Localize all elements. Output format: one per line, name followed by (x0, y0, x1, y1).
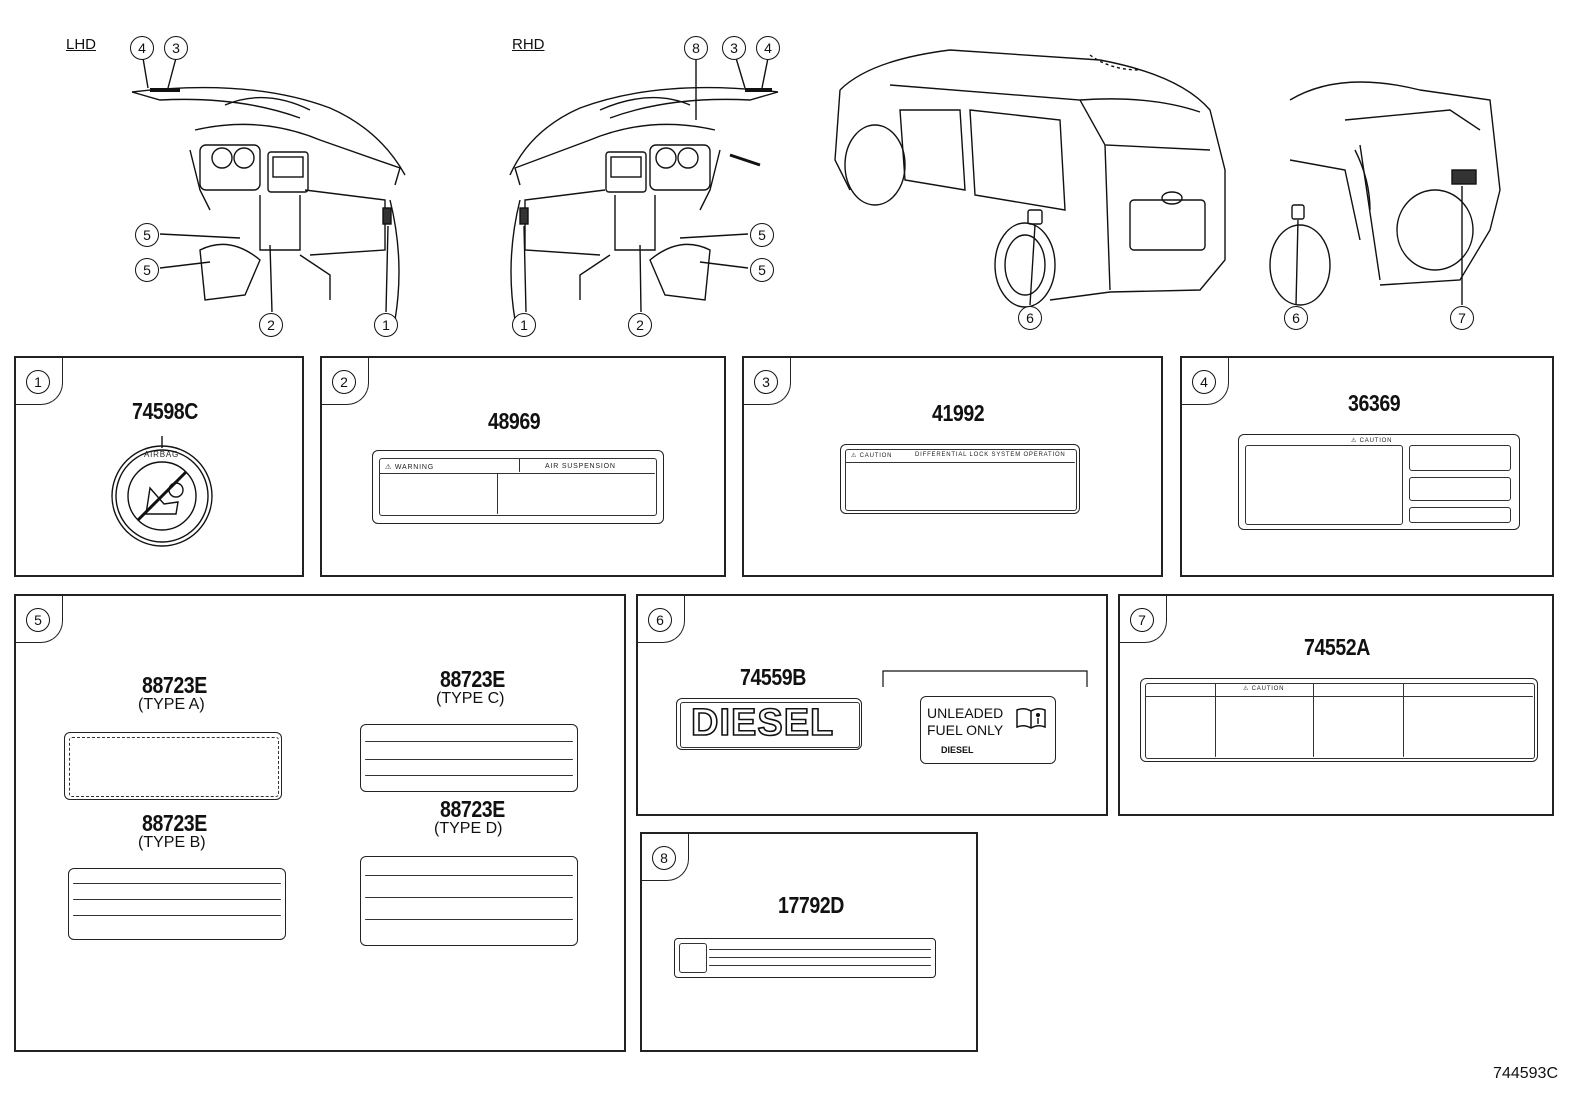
callout-5: 5 (750, 258, 774, 282)
type-d-label: (TYPE D) (434, 820, 503, 837)
part-number-type-b: 88723E (142, 810, 207, 836)
callout-5: 5 (135, 223, 159, 247)
part-number-type-c: 88723E (440, 666, 505, 692)
callout-8: 8 (684, 36, 708, 60)
type-b-sticker (68, 868, 286, 940)
callout-6: 6 (1284, 306, 1308, 330)
diagram-code: 744593C (1493, 1065, 1558, 1082)
panel-number: 6 (648, 608, 672, 632)
part-number: 74559B (740, 664, 806, 690)
part-number: 36369 (1348, 390, 1401, 416)
manual-book-icon (1016, 707, 1046, 729)
diesel-sticker: DIESEL (676, 698, 862, 750)
air-suspension-sticker: ⚠ WARNING AIR SUSPENSION (372, 450, 664, 524)
callout-3: 3 (164, 36, 188, 60)
part-number: 74598C (132, 398, 198, 424)
unleaded-fuel-sticker: UNLEADED FUEL ONLY DIESEL (920, 696, 1056, 764)
diesel-small-text: DIESEL (941, 745, 974, 755)
callout-4: 4 (130, 36, 154, 60)
callout-5: 5 (750, 223, 774, 247)
panel-2-air-suspension-label: 2 48969 ⚠ WARNING AIR SUSPENSION (320, 356, 726, 577)
part-number: 74552A (1304, 634, 1370, 660)
warning-text: ⚠ WARNING (385, 464, 434, 471)
panel-6-fuel-labels: 6 74559B DIESEL UNLEADED FUEL ONLY DIESE… (636, 594, 1108, 816)
caution-text: ⚠ CAUTION (1243, 686, 1285, 692)
airbag-text: AIRBAG (144, 450, 180, 459)
panel-number: 5 (26, 608, 50, 632)
unleaded-line-2: FUEL ONLY (927, 722, 1004, 738)
differential-lock-sticker: ⚠ CAUTION DIFFERENTIAL LOCK SYSTEM OPERA… (840, 444, 1080, 514)
suv-rear-closeup-drawing (1269, 81, 1501, 306)
callout-2: 2 (259, 313, 283, 337)
rear-caution-sticker: ⚠ CAUTION (1140, 678, 1538, 762)
diesel-text: DIESEL (690, 701, 835, 745)
part-number: 48969 (488, 408, 541, 434)
type-a-sticker (64, 732, 282, 800)
caution-text: ⚠ CAUTION (1351, 438, 1393, 444)
callout-7: 7 (1450, 306, 1474, 330)
panel-1-airbag-label: 1 74598C AIRBAG (14, 356, 304, 577)
airbag-sticker (111, 436, 213, 547)
callout-3: 3 (722, 36, 746, 60)
panel-number: 4 (1192, 370, 1216, 394)
part-number: 17792D (778, 892, 844, 918)
panel-3-differential-lock-label: 3 41992 ⚠ CAUTION DIFFERENTIAL LOCK SYST… (742, 356, 1163, 577)
caution-sticker: ⚠ CAUTION (1238, 434, 1520, 530)
panel-5-cool-box-labels: 5 88723E (TYPE A) 88723E (TYPE C) 88723E… (14, 594, 626, 1052)
unleaded-line-1: UNLEADED (927, 705, 1004, 721)
panel-number: 2 (332, 370, 356, 394)
callout-5: 5 (135, 258, 159, 282)
panel-number: 3 (754, 370, 778, 394)
rhd-dashboard-drawing (509, 57, 779, 321)
callout-4: 4 (756, 36, 780, 60)
differential-lock-title: DIFFERENTIAL LOCK SYSTEM OPERATION (915, 452, 1066, 458)
lhd-header: LHD (66, 36, 97, 53)
panel-number: 8 (652, 846, 676, 870)
type-a-label: (TYPE A) (138, 696, 205, 713)
strip-sticker (674, 938, 936, 978)
type-d-sticker (360, 856, 578, 946)
suv-rear-drawing (834, 49, 1226, 308)
panel-7-caution-label: 7 74552A ⚠ CAUTION (1118, 594, 1554, 816)
part-number-type-a: 88723E (142, 672, 207, 698)
type-b-label: (TYPE B) (138, 834, 206, 851)
panel-4-caution-label: 4 36369 ⚠ CAUTION (1180, 356, 1554, 577)
vehicle-illustrations (131, 49, 1501, 321)
type-c-sticker (360, 724, 578, 792)
callout-2: 2 (628, 313, 652, 337)
air-suspension-text: AIR SUSPENSION (545, 463, 616, 470)
lhd-dashboard-drawing (131, 57, 406, 321)
panel-8-label: 8 17792D (640, 832, 978, 1052)
callout-1: 1 (512, 313, 536, 337)
panel-number: 1 (26, 370, 50, 394)
part-number-type-d: 88723E (440, 796, 505, 822)
rhd-header: RHD (512, 36, 545, 53)
panel-number: 7 (1130, 608, 1154, 632)
unleaded-bracket (882, 670, 1088, 687)
type-c-label: (TYPE C) (436, 690, 505, 707)
part-number: 41992 (932, 400, 985, 426)
callout-1: 1 (374, 313, 398, 337)
caution-text: ⚠ CAUTION (851, 453, 893, 459)
callout-6: 6 (1018, 306, 1042, 330)
